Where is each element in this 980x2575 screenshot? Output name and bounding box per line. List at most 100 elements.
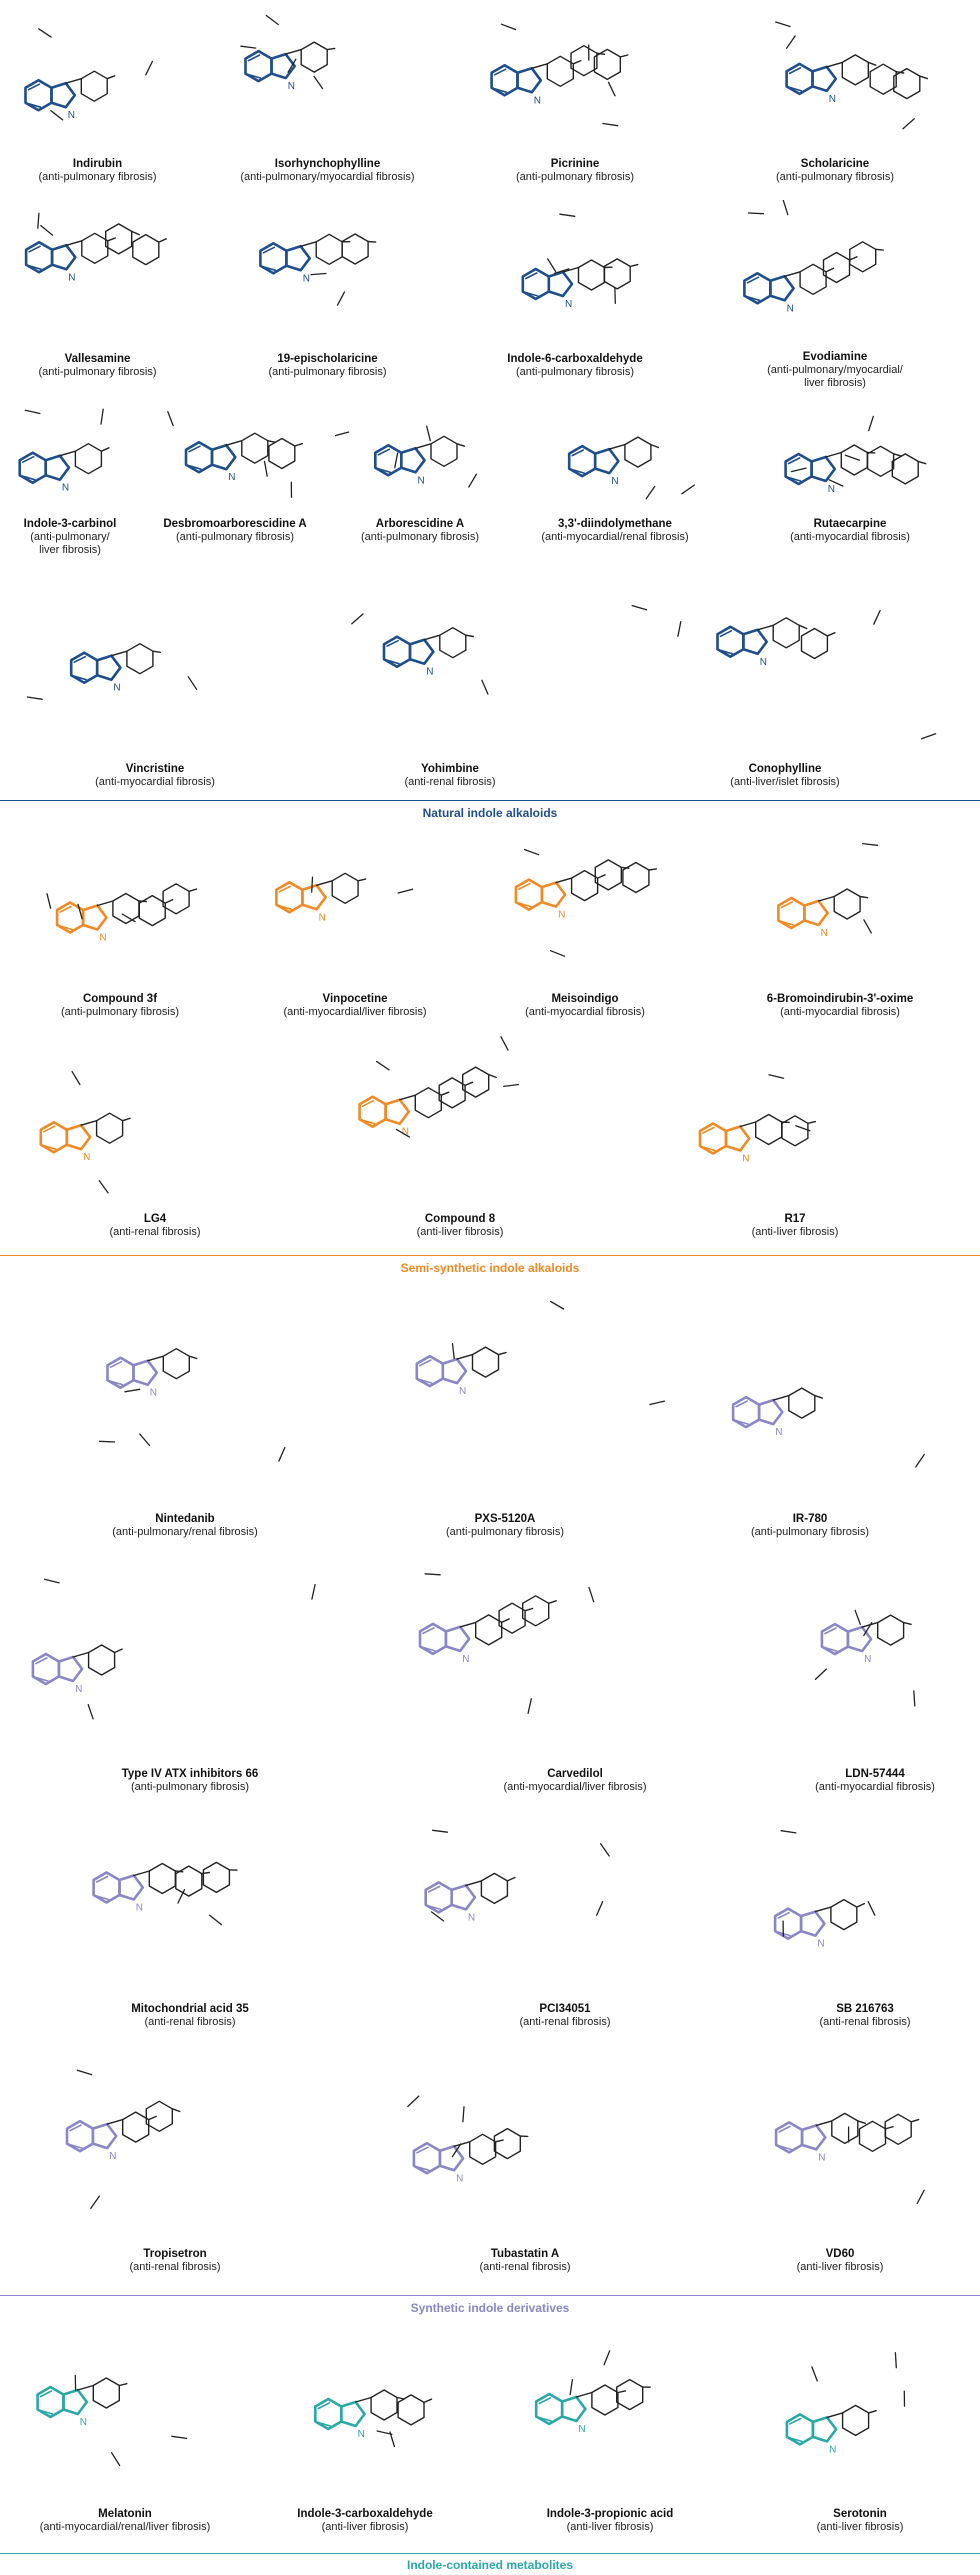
skeleton-ring: [397, 2394, 425, 2426]
bond: [49, 110, 63, 121]
bond: [538, 2397, 552, 2405]
bond: [867, 61, 877, 66]
molecule-structure: N: [313, 2389, 433, 2448]
indole-pyrrole-ring: [811, 65, 838, 93]
bond: [336, 291, 345, 306]
bond: [553, 268, 570, 275]
compound-card: N PCI34051 (anti-renal fibrosis): [380, 1815, 750, 2045]
bond: [814, 1668, 827, 1681]
nitrogen-label: N: [534, 95, 541, 106]
compound-name: Compound 3f: [82, 993, 158, 1005]
bond: [139, 1433, 151, 1447]
compound-activity: (anti-myocardial/liver fibrosis): [503, 1781, 647, 1793]
compound-activity: (anti-myocardial fibrosis): [790, 531, 910, 543]
indole-pyrrole-ring: [593, 447, 620, 475]
compound-card: N Type IV ATX inhibitors 66 (anti-pulmon…: [0, 1560, 380, 1810]
compound-activity: (anti-pulmonary fibrosis): [61, 1006, 179, 1018]
bond: [152, 650, 162, 654]
bond: [746, 276, 760, 284]
indole-pyrrole-ring: [757, 1398, 784, 1426]
bond: [619, 54, 629, 58]
compound-name: Indole-6-carboxaldehyde: [507, 353, 643, 365]
natural-section-divider: [0, 800, 980, 801]
bond: [702, 1146, 716, 1152]
bond: [71, 1070, 81, 1086]
bond: [73, 655, 86, 663]
molecule-structure: N: [698, 1074, 817, 1165]
bond: [814, 1906, 832, 1913]
compound-name: Yohimbine: [421, 763, 479, 775]
skeleton-ring: [175, 1865, 203, 1897]
molecule-structure: N: [31, 1578, 316, 1720]
bond: [772, 1394, 790, 1401]
bond: [422, 1627, 435, 1635]
skeleton-ring: [126, 642, 154, 675]
compound-card: N Vallesamine (anti-pulmonary fibrosis): [0, 200, 195, 390]
skeleton-ring: [104, 223, 132, 255]
bond: [147, 1355, 165, 1362]
skeleton-ring: [471, 1346, 500, 1378]
molecule-structure: N: [743, 200, 884, 314]
nitrogen-label: N: [99, 933, 106, 944]
compound-card: N Mitochondrial acid 35 (anti-renal fibr…: [0, 1815, 380, 2045]
bond: [284, 48, 302, 55]
bond: [354, 2396, 372, 2403]
bond: [278, 1446, 286, 1462]
bond: [868, 415, 874, 432]
bond: [500, 23, 517, 31]
indole-pyrrole-ring: [210, 443, 237, 471]
bond: [59, 925, 73, 931]
bond: [826, 61, 844, 68]
compound-activity: (anti-pulmonary/myocardial/ liver fibros…: [767, 364, 903, 389]
skeleton-ring: [112, 892, 140, 925]
bond: [677, 620, 682, 637]
bond: [423, 2398, 433, 2404]
nitrogen-label: N: [83, 1152, 90, 1163]
skeleton-ring: [340, 233, 369, 265]
bond: [500, 1036, 509, 1051]
indole-pyrrole-ring: [62, 2388, 89, 2416]
bond: [87, 1704, 94, 1720]
bond: [422, 1646, 436, 1652]
nitrogen-label: N: [558, 910, 565, 921]
skeleton-ring: [268, 437, 296, 470]
bond: [325, 47, 335, 51]
bond: [562, 266, 580, 273]
skeleton-ring: [591, 2384, 619, 2416]
nitrogen-label: N: [358, 2429, 365, 2440]
skeleton-ring: [87, 1644, 116, 1676]
indole-pyrrole-ring: [769, 275, 795, 302]
compound-name: PXS-5120A: [474, 1513, 536, 1525]
compound-name: Desbromoarborescidine A: [163, 518, 307, 530]
bond: [807, 1120, 817, 1125]
bond: [811, 2366, 818, 2382]
skeleton-ring: [439, 627, 467, 659]
bond: [780, 901, 794, 909]
compound-activity: (anti-pulmonary fibrosis): [38, 171, 157, 183]
skeleton-ring: [474, 1614, 503, 1646]
compound-card: N SB 216763 (anti-renal fibrosis): [750, 1815, 980, 2045]
bond: [735, 1419, 749, 1425]
nitrogen-label: N: [817, 1939, 824, 1950]
indole-pyrrole-ring: [516, 66, 543, 94]
bond: [90, 2195, 101, 2210]
nitrogen-label: N: [62, 483, 69, 494]
bond: [312, 75, 323, 90]
compound-activity: (anti-pulmonary/ liver fibrosis): [30, 531, 110, 556]
indole-pyrrole-ring: [49, 81, 76, 109]
indole-pyrrole-ring: [799, 1910, 826, 1937]
indole-pyrrole-ring: [95, 654, 122, 681]
bond: [481, 679, 489, 695]
bond: [775, 21, 791, 28]
molecule-structure: N: [36, 2374, 188, 2467]
skeleton-ring: [841, 54, 870, 86]
bond: [487, 1073, 497, 1079]
skeleton-ring: [131, 233, 160, 266]
molecule-structure: N: [774, 2112, 925, 2205]
molecule-structure: N: [567, 436, 695, 500]
bond: [110, 650, 128, 657]
skeleton-ring: [866, 445, 895, 478]
bond: [826, 631, 836, 637]
bond: [98, 1180, 109, 1194]
skeleton-ring: [781, 1115, 809, 1147]
